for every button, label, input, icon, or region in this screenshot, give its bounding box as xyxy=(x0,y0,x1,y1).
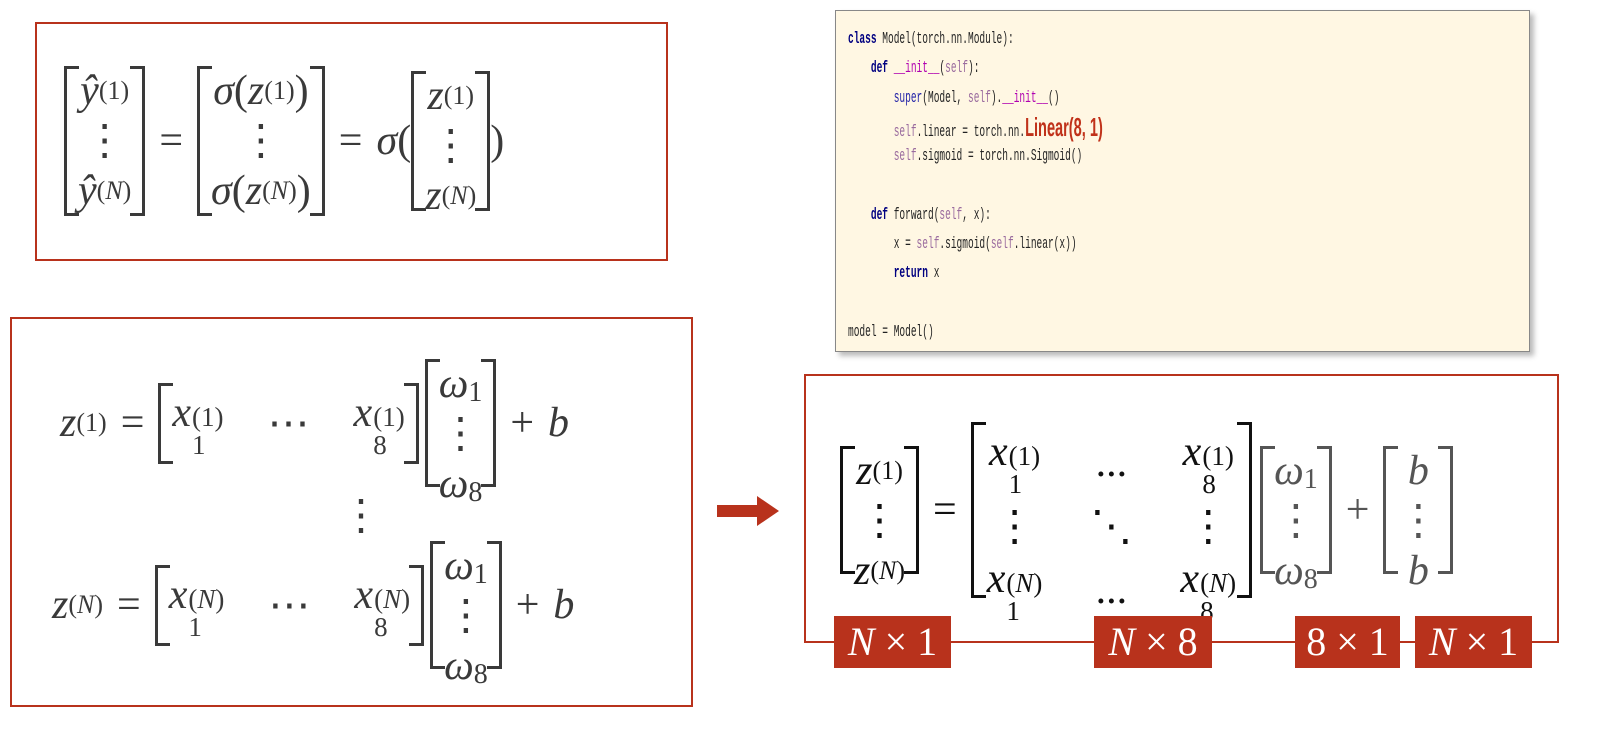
code-token: __init__ xyxy=(893,59,940,79)
vdots: ⋮ xyxy=(429,123,472,169)
code-token: forward( xyxy=(887,205,940,225)
code-line: model = Model() xyxy=(848,318,1103,347)
sigma-z-vector: σ(z(1)) ⋮ σ(z(N)) xyxy=(197,66,325,216)
code-line: def __init__(self): xyxy=(848,54,1103,83)
per-sample-linear-box xyxy=(10,317,693,707)
code-line xyxy=(848,171,1103,200)
code-token: def xyxy=(870,59,888,79)
code-line: self.sigmoid = torch.nn.Sigmoid() xyxy=(848,142,1103,171)
equals: = xyxy=(338,118,363,164)
code-line xyxy=(848,289,1103,318)
code-text: class Model(torch.nn.Module): def __init… xyxy=(848,25,1103,347)
code-line: x = self.sigmoid(self.linear(x)) xyxy=(848,230,1103,259)
code-token: x = xyxy=(848,235,917,255)
vdots: ⋮ xyxy=(239,118,282,164)
code-line: return x xyxy=(848,259,1103,288)
vertical-dots: ⋮ xyxy=(340,493,382,539)
code-token: self xyxy=(916,235,940,255)
code-token xyxy=(848,89,894,108)
shape-label-w: 8 × 1 xyxy=(1295,616,1400,668)
code-token: x xyxy=(927,264,940,284)
code-token: ( xyxy=(939,59,946,79)
code-token xyxy=(848,206,871,225)
shape-label-b: N × 1 xyxy=(1415,616,1532,668)
paren: ( xyxy=(397,118,412,164)
yhat-vector: ŷ(1) ⋮ ŷ(N) xyxy=(64,66,146,216)
matrix-equation: z(1) ⋮ z(N) = x(1)1 ... x(1)8 ⋮ ⋱ ⋮ x(N)… xyxy=(840,420,1454,625)
code-token: , x): xyxy=(962,205,991,225)
sigmoid-equation-box xyxy=(35,22,668,261)
code-token: .sigmoid = torch.nn.Sigmoid() xyxy=(916,147,1083,167)
code-token: return xyxy=(893,264,928,284)
code-token: self xyxy=(939,205,963,225)
code-line: super(Model, self).__init__() xyxy=(848,84,1103,113)
code-token: self xyxy=(893,122,917,142)
b-vector: b ⋮ b xyxy=(1383,446,1454,594)
code-token: (Model, xyxy=(922,88,968,108)
code-token: self xyxy=(893,147,917,167)
code-token: ): xyxy=(967,59,980,79)
sigmoid-vector-equation: ŷ(1) ⋮ ŷ(N) = σ(z(1)) ⋮ σ(z(N)) = σ( z(1… xyxy=(64,66,505,219)
code-token: ). xyxy=(990,88,1003,108)
code-token xyxy=(848,147,894,166)
shape-label-z: N × 1 xyxy=(834,616,951,668)
code-token: Linear(8, 1) xyxy=(1025,111,1103,142)
code-token xyxy=(848,59,871,78)
code-token: self xyxy=(945,59,968,79)
code-token: .sigmoid( xyxy=(939,235,991,255)
x-matrix: x(1)1 ... x(1)8 ⋮ ⋱ ⋮ x(N)1 ... x(N)8 xyxy=(970,422,1253,625)
yhat-symbol: ŷ xyxy=(80,68,99,114)
code-token: .linear = torch.nn. xyxy=(916,122,1026,142)
shape-label-x: N × 8 xyxy=(1094,616,1212,668)
paren: ) xyxy=(490,118,505,164)
code-token: __init__ xyxy=(1002,88,1048,108)
code-token: () xyxy=(1047,88,1060,108)
vdots: ⋮ xyxy=(83,118,126,164)
code-token: class xyxy=(848,30,877,49)
code-line: def forward(self, x): xyxy=(848,201,1103,230)
code-token: Model(torch.nn.Module): xyxy=(876,30,1014,49)
code-token: super xyxy=(893,88,923,108)
right-arrow-icon xyxy=(717,496,779,526)
sigma: σ xyxy=(376,118,398,164)
code-line: self.linear = torch.nn.Linear(8, 1) xyxy=(848,111,1103,142)
z-vector: z(1) ⋮ z(N) xyxy=(411,71,491,219)
code-line: class Model(torch.nn.Module): xyxy=(848,25,1103,54)
code-token: model = Model() xyxy=(848,322,934,342)
code-token: self xyxy=(967,88,991,108)
code-token xyxy=(848,264,894,283)
code-token: self xyxy=(990,235,1014,255)
yhat-symbol: ŷ xyxy=(78,168,97,214)
x-row-vector: x(1)1 ⋯ x(1)8 xyxy=(158,382,420,464)
code-token: def xyxy=(870,205,888,225)
equals: = xyxy=(159,118,184,164)
code-token: .linear(x)) xyxy=(1013,235,1077,255)
x-row-vector: x(N)1 ⋯ x(N)8 xyxy=(154,564,425,646)
code-token xyxy=(848,123,894,142)
z-vector: z(1) ⋮ z(N) xyxy=(840,446,920,594)
code-block: class Model(torch.nn.Module): def __init… xyxy=(835,10,1530,352)
